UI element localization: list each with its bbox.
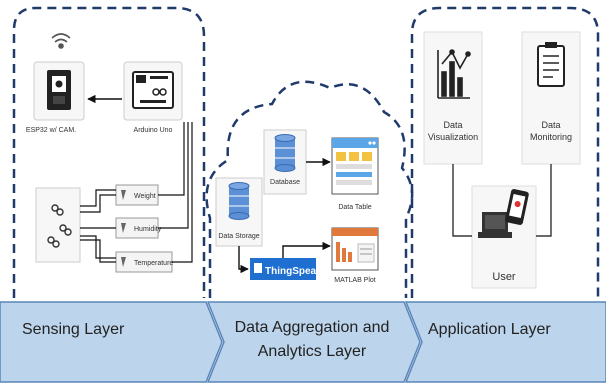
thingspeak-label: ThingSpeak (265, 266, 322, 277)
plant-card (35, 187, 81, 263)
data-storage-icon (228, 182, 250, 220)
esp32-label: ESP32 w/ CAM. (26, 127, 76, 134)
sensing-banner (0, 301, 223, 383)
arduino-wires (158, 122, 193, 263)
data-table-label: Data Table (338, 204, 371, 211)
chart-icon (437, 49, 471, 99)
wifi-icon (51, 33, 71, 49)
application-panel (410, 6, 600, 298)
sensor-temperature: Temperature (115, 251, 173, 273)
banner-row (0, 301, 606, 383)
aggregation-banner (206, 301, 421, 383)
esp32-camera-icon (47, 70, 71, 110)
user-connectors (452, 164, 552, 237)
arduino-board-icon (132, 71, 174, 109)
mon-label-1: Data (541, 120, 560, 130)
sensor-wires (80, 189, 116, 263)
devices-icon (478, 189, 529, 238)
thingspeak-logo: ThingSpeak (250, 258, 322, 280)
matlab-plot-icon (331, 227, 379, 271)
clipboard-icon (537, 42, 565, 87)
data-storage-label: Data Storage (218, 233, 259, 240)
sensing-banner-label: Sensing Layer (22, 321, 125, 338)
sensing-panel (12, 6, 206, 298)
mon-label-2: Monitoring (530, 132, 572, 142)
arduino-label: Arduino Uno (134, 127, 173, 134)
application-banner (404, 301, 606, 383)
sensor-weight-label: Weight (134, 193, 156, 200)
thingspeak-to-matlab-arrow (282, 241, 331, 258)
viz-label-1: Data (443, 120, 462, 130)
data-table-icon (331, 137, 379, 195)
sensor-humidity: Humidity (115, 217, 162, 239)
viz-label-2: Visualization (428, 132, 478, 142)
sensor-humidity-label: Humidity (134, 226, 162, 233)
storage-to-thingspeak-arrow (238, 246, 249, 274)
sensor-weight: Weight (115, 184, 159, 206)
user-label: User (492, 271, 516, 283)
database-icon (274, 134, 296, 172)
aggregation-banner-label-2: Analytics Layer (258, 343, 367, 360)
aggregation-cloud (205, 80, 414, 298)
matlab-label: MATLAB Plot (334, 277, 376, 284)
sensor-temperature-label: Temperature (134, 260, 173, 267)
seed-icon (47, 204, 72, 248)
application-banner-label: Application Layer (428, 321, 551, 338)
aggregation-banner-label-1: Data Aggregation and (235, 319, 390, 336)
database-label: Database (270, 179, 300, 186)
